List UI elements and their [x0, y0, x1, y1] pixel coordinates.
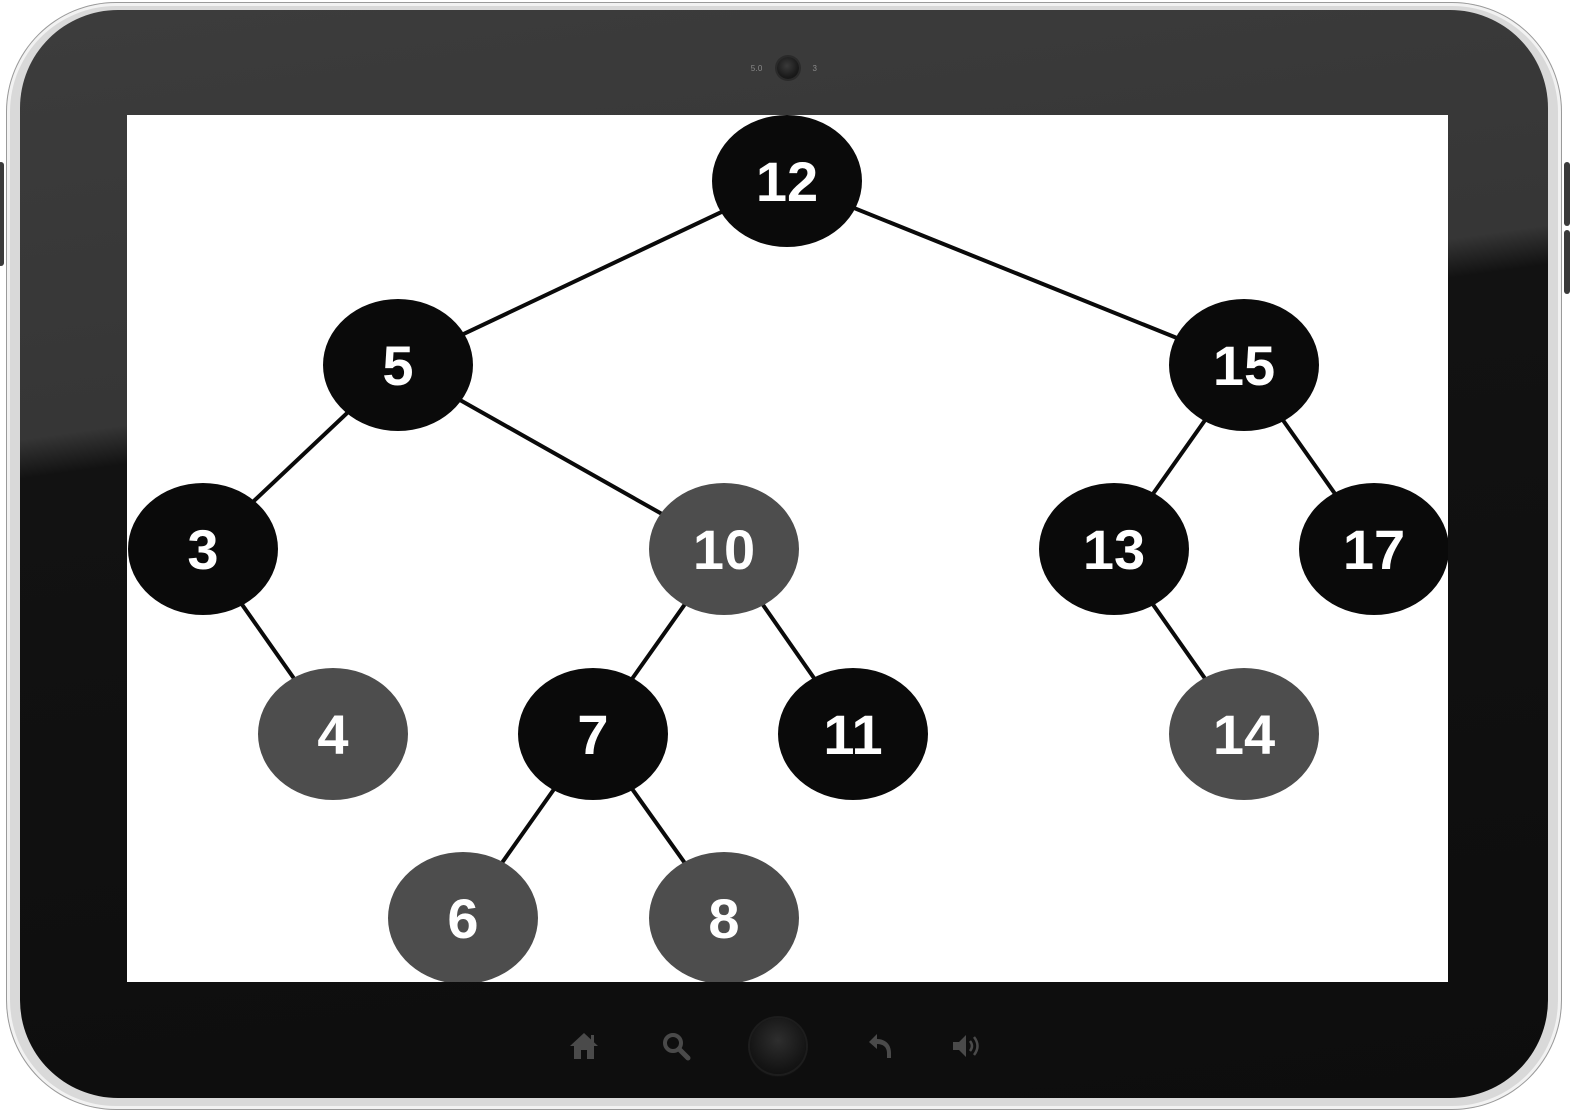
volume-icon[interactable]: [948, 1026, 988, 1066]
tree-node-circle: [128, 483, 278, 615]
tree-node-label: 3: [187, 518, 218, 581]
side-button-top[interactable]: [1564, 162, 1570, 226]
tree-node-label: 8: [708, 887, 739, 950]
tree-node-label: 10: [693, 518, 755, 581]
tree-node-17: 17: [1299, 483, 1448, 615]
search-icon[interactable]: [656, 1026, 696, 1066]
tree-node-13: 13: [1039, 483, 1189, 615]
tree-node-label: 6: [447, 887, 478, 950]
tree-node-label: 7: [577, 703, 608, 766]
tree-edge-n12-n15: [786, 179, 1245, 367]
tree-node-12: 12: [712, 115, 862, 247]
tablet-screen: 12 5 15 3 10 13 17 4 7 11 14 6 8: [127, 115, 1448, 982]
tree-node-label: 13: [1083, 518, 1145, 581]
tree-node-14: 14: [1169, 668, 1319, 800]
tree-node-label: 4: [317, 703, 348, 766]
tree-node-circle: [778, 668, 928, 800]
back-icon[interactable]: [860, 1026, 900, 1066]
home-button[interactable]: [750, 1018, 806, 1074]
tree-node-circle: [258, 668, 408, 800]
tree-node-label: 17: [1343, 518, 1405, 581]
tree-node-circle: [649, 483, 799, 615]
binary-tree-diagram: 12 5 15 3 10 13 17 4 7 11 14 6 8: [128, 115, 1448, 982]
front-camera-icon: [776, 57, 799, 79]
tree-node-7: 7: [518, 668, 668, 800]
tree-node-5: 5: [323, 299, 473, 431]
tree-node-circle: [1169, 668, 1319, 800]
side-button-bottom[interactable]: [1564, 230, 1570, 294]
tree-node-circle: [388, 852, 538, 982]
tree-node-circle: [1039, 483, 1189, 615]
camera-label-right: 3: [812, 63, 818, 73]
camera-area: 5.0 3: [20, 54, 1548, 82]
side-button-left[interactable]: [0, 162, 4, 266]
tree-nodes: 12 5 15 3 10 13 17 4 7 11 14 6 8: [128, 115, 1448, 982]
camera-label-left: 5.0: [750, 63, 763, 73]
tree-node-4: 4: [258, 668, 408, 800]
tree-node-15: 15: [1169, 299, 1319, 431]
home-icon[interactable]: [564, 1026, 604, 1066]
tree-node-label: 12: [756, 150, 818, 213]
navigation-bar: [20, 1016, 1548, 1076]
tree-node-circle: [323, 299, 473, 431]
tree-node-6: 6: [388, 852, 538, 982]
tree-node-label: 11: [823, 703, 882, 766]
tree-node-11: 11: [778, 668, 928, 800]
tree-node-3: 3: [128, 483, 278, 615]
tree-node-label: 5: [382, 334, 413, 397]
tree-node-8: 8: [649, 852, 799, 982]
tree-node-label: 15: [1213, 334, 1275, 397]
tree-node-circle: [518, 668, 668, 800]
tree-node-circle: [1169, 299, 1319, 431]
tree-node-10: 10: [649, 483, 799, 615]
tree-node-circle: [712, 115, 862, 247]
tree-node-label: 14: [1213, 703, 1275, 766]
tree-node-circle: [649, 852, 799, 982]
tree-node-circle: [1299, 483, 1448, 615]
